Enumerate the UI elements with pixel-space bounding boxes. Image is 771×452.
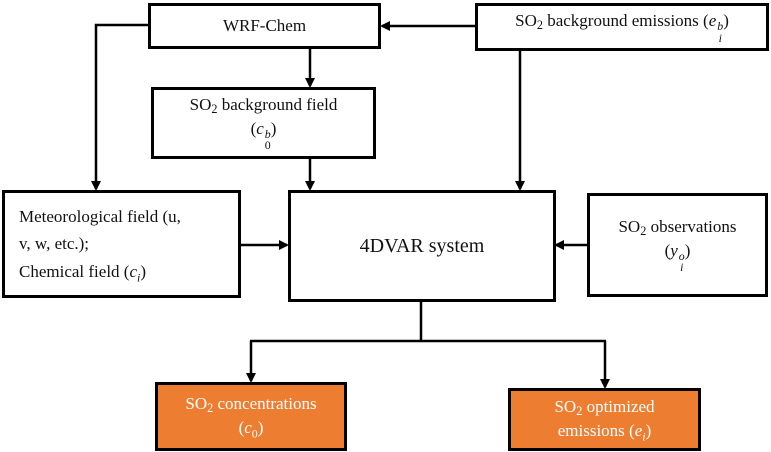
optimized-emissions-symbol: emissions (ei) bbox=[557, 420, 652, 444]
met-field-line3: Chemical field (ci) bbox=[19, 261, 146, 284]
concentrations-label: SO2 concentrations bbox=[185, 394, 317, 416]
met-field-line1: Meteorological field (u, bbox=[19, 207, 181, 227]
met-field-line2: v, w, etc.); bbox=[19, 234, 90, 254]
wrf-chem-label: WRF-Chem bbox=[222, 15, 307, 35]
optimized-emissions-label: SO2 optimized bbox=[554, 397, 655, 419]
node-concentrations-output: SO2 concentrations (c0) bbox=[155, 382, 347, 451]
node-4dvar-system: 4DVAR system bbox=[288, 190, 556, 302]
node-met-chem-field: Meteorological field (u, v, w, etc.); Ch… bbox=[2, 190, 241, 298]
4dvar-label: 4DVAR system bbox=[359, 234, 485, 257]
concentrations-symbol: (c0) bbox=[238, 417, 264, 441]
node-optimized-emissions-output: SO2 optimized emissions (ei) bbox=[508, 388, 701, 451]
node-wrf-chem: WRF-Chem bbox=[148, 3, 381, 49]
edge-wrf-chem-to-met-field bbox=[91, 23, 149, 191]
observations-label: SO2 observations bbox=[618, 217, 737, 239]
bg-field-label: SO2 background field bbox=[189, 95, 338, 117]
